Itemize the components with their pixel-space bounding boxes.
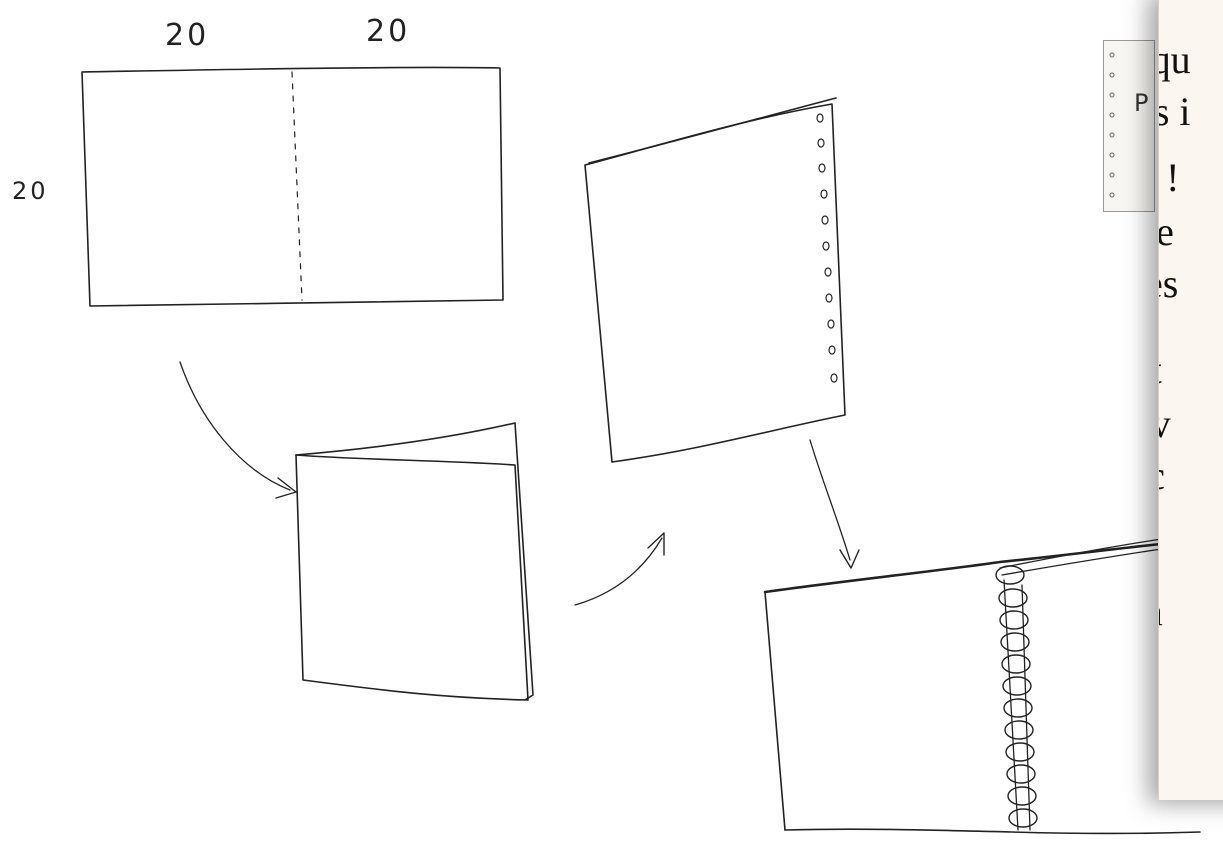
spiral-notebook: [765, 537, 1200, 834]
flat-sheet: [82, 67, 503, 306]
punched-sheet: [585, 98, 845, 462]
doc-line: tes i: [1158, 88, 1191, 135]
inset-note: P: [1134, 89, 1148, 117]
doc-line: ch: [1158, 588, 1163, 635]
doc-line: s v: [1158, 400, 1171, 447]
arrow-punch-step: [575, 533, 664, 605]
spiral-coils: [996, 566, 1037, 827]
doc-line: s t: [1158, 346, 1162, 393]
doc-line: s qu: [1158, 36, 1191, 83]
doc-line: ut !: [1158, 154, 1179, 201]
folded-sheet: [296, 423, 533, 700]
sheet-inset-sketch: P: [1103, 40, 1155, 212]
doc-line: ère: [1158, 208, 1174, 255]
arrow-fold-step: [180, 362, 296, 498]
doc-line: lic: [1158, 452, 1165, 499]
fold-line: [292, 72, 302, 300]
document-page-fragment: s qu tes i ut ! ère des s t s v lic ch c…: [1158, 0, 1223, 800]
arrow-bind-step: [810, 440, 859, 568]
doc-line: des: [1158, 260, 1178, 307]
